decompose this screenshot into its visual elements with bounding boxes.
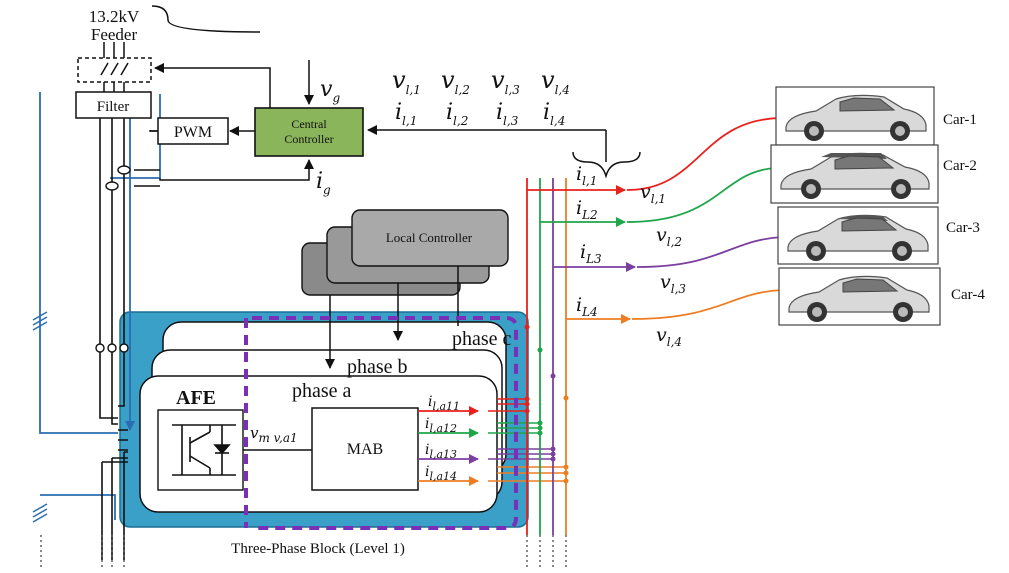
- ig-label: ig: [316, 169, 331, 197]
- out-i2-label: iL2: [576, 197, 598, 222]
- vg-label: vg: [320, 77, 340, 105]
- out-i3-label: iL3: [580, 241, 602, 266]
- vl-2-label: vl,2: [441, 66, 470, 97]
- feeder-lines: [103, 42, 125, 92]
- il-1-label: il,1: [395, 100, 417, 128]
- feeder-brace: [151, 5, 261, 33]
- car-1-label: Car-1: [943, 112, 977, 128]
- central-controller-box: [254, 107, 364, 157]
- local-controller-front: [351, 209, 509, 267]
- central-controller-wires: [134, 60, 606, 187]
- phase-b-label: phase b: [347, 356, 408, 378]
- ila11-label: il,a11: [428, 394, 460, 413]
- dashed-partitions: [244, 316, 518, 530]
- ila13-label: il,a13: [425, 442, 457, 461]
- central-controller-label-1: Central: [291, 117, 327, 131]
- afe-label: AFE: [176, 387, 216, 409]
- filter-box: [75, 91, 152, 119]
- out-v3-label: vl,3: [660, 271, 686, 296]
- mab-outputs: [418, 406, 479, 486]
- il-2-label: il,2: [446, 100, 468, 128]
- feeder-label-voltage: 13.2kV: [89, 7, 140, 26]
- out-v1-label: vl,1: [640, 181, 666, 206]
- bus-junction-dots: [524, 324, 569, 484]
- out-v2-label: vl,2: [656, 224, 682, 249]
- grid-hash-marks: [32, 311, 48, 523]
- il-row: il,1 il,2 il,3 il,4: [395, 100, 565, 128]
- car-2-label: Car-2: [943, 158, 977, 174]
- ila12-label: il,a12: [425, 416, 457, 435]
- car-1-icon: [775, 86, 935, 146]
- il-3-label: il,3: [496, 100, 519, 128]
- car-3-label: Car-3: [946, 220, 980, 236]
- vmv-label: vm v,a1: [250, 424, 298, 445]
- car-4-icon: [778, 267, 941, 326]
- vl-row: vl,1 vl,2 vl,3 vl,4: [392, 66, 570, 97]
- pwm-label: PWM: [174, 124, 212, 141]
- car-4-label: Car-4: [951, 287, 985, 303]
- car-feeders: [527, 117, 784, 324]
- car-2-icon: [770, 144, 939, 204]
- out-v4-label: vl,4: [656, 324, 682, 349]
- block-caption: Three-Phase Block (Level 1): [231, 541, 405, 557]
- grid-blue-lines: [39, 92, 161, 520]
- feeder-switch-marks: [100, 62, 129, 76]
- out-i1-label: il,1: [576, 163, 597, 188]
- phase-a-label: phase a: [292, 380, 352, 402]
- local-controller-label: Local Controller: [386, 230, 473, 245]
- sensor-circles: [95, 165, 131, 353]
- mab-box: [311, 407, 419, 491]
- phase-c-label: phase c: [452, 328, 512, 350]
- output-buses: [526, 178, 567, 535]
- central-controller-label-2: Controller: [284, 132, 333, 146]
- igbt-symbol-icon: [172, 424, 236, 476]
- measurement-brace: [572, 151, 641, 179]
- vl-1-label: vl,1: [392, 66, 421, 97]
- il-4-label: il,4: [543, 100, 565, 128]
- vl-4-label: vl,4: [541, 66, 570, 97]
- car-3-icon: [777, 206, 939, 265]
- feeder-label-name: Feeder: [91, 25, 138, 44]
- ila14-label: il,a14: [425, 464, 457, 483]
- filter-label: Filter: [97, 99, 130, 115]
- afe-switch-box: [157, 409, 244, 491]
- dotted-continuations: [40, 535, 567, 570]
- mab-label: MAB: [347, 441, 383, 458]
- out-i4-label: iL4: [576, 294, 598, 319]
- vl-3-label: vl,3: [491, 66, 520, 97]
